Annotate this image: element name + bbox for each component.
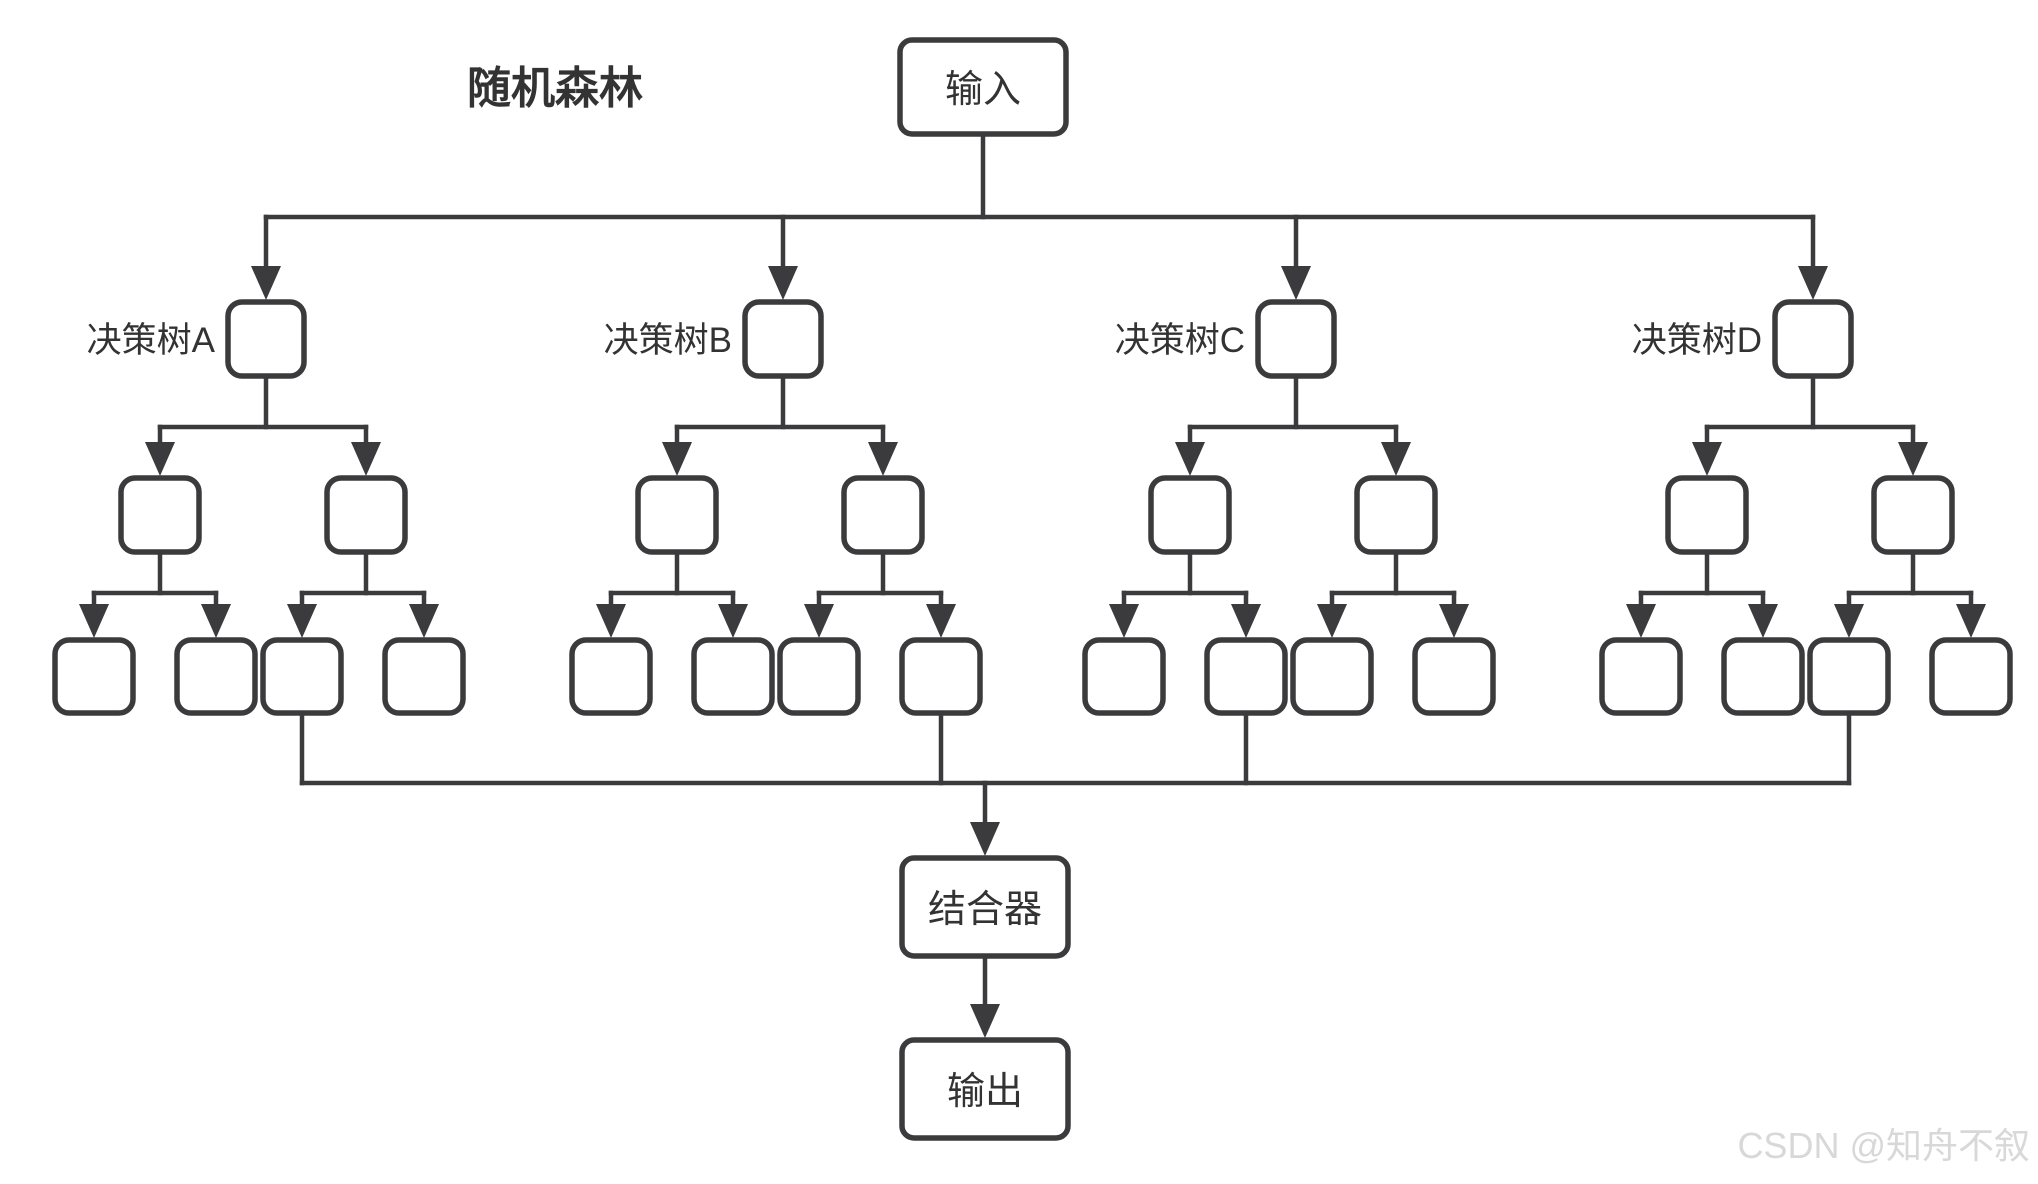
tree-0-root-node bbox=[225, 299, 307, 379]
tree-2-leaf-1-node bbox=[1204, 637, 1288, 716]
tree-3-root-node bbox=[1772, 299, 1854, 379]
tree-2-leaf-2-arrowhead-icon bbox=[1317, 604, 1347, 638]
tree-3-leaf-2-arrowhead-icon bbox=[1834, 604, 1864, 638]
tree-1-leaf-0-node bbox=[569, 637, 653, 716]
tree-1-leaf-1-node bbox=[691, 637, 775, 716]
combiner-label: 结合器 bbox=[928, 889, 1042, 931]
tree-3-leaf-0-arrowhead-icon bbox=[1626, 604, 1656, 638]
tree-2-leaf-0-node bbox=[1082, 637, 1166, 716]
tree-1-child-1-arrowhead-icon bbox=[868, 442, 898, 476]
tree-1-child-0-node bbox=[635, 475, 719, 555]
tree-3-leaf-1-node bbox=[1721, 637, 1805, 716]
tree-2-leaf-1-arrowhead-icon bbox=[1231, 604, 1261, 638]
tree-1-leaf-3-arrowhead-icon bbox=[926, 604, 956, 638]
page-title: 随机森林 bbox=[467, 64, 643, 113]
output-label: 输出 bbox=[947, 1071, 1023, 1113]
tree-3-child-0-node bbox=[1665, 475, 1749, 555]
tree-2-leaf-3-node bbox=[1412, 637, 1496, 716]
tree-0-label: 决策树A bbox=[87, 321, 216, 360]
watermark: CSDN @知舟不叙 bbox=[1737, 1125, 2030, 1166]
input-label: 输入 bbox=[945, 69, 1021, 111]
tree-3-feed-arrowhead-icon bbox=[1798, 266, 1828, 300]
tree-1-child-1-node bbox=[841, 475, 925, 555]
tree-3-leaf-2-node bbox=[1807, 637, 1891, 716]
tree-2-leaf-3-arrowhead-icon bbox=[1439, 604, 1469, 638]
tree-2-feed-arrowhead-icon bbox=[1281, 266, 1311, 300]
tree-0-leaf-1-node bbox=[174, 637, 258, 716]
tree-0-child-0-arrowhead-icon bbox=[145, 442, 175, 476]
tree-3-child-1-arrowhead-icon bbox=[1898, 442, 1928, 476]
tree-2-leaf-2-node bbox=[1290, 637, 1374, 716]
tree-0-leaf-0-node bbox=[52, 637, 136, 716]
tree-0-child-1-arrowhead-icon bbox=[351, 442, 381, 476]
tree-0-leaf-0-arrowhead-icon bbox=[79, 604, 109, 638]
tree-1-feed-arrowhead-icon bbox=[768, 266, 798, 300]
tree-2-child-1-arrowhead-icon bbox=[1381, 442, 1411, 476]
tree-3-label: 决策树D bbox=[1632, 321, 1762, 360]
tree-3-leaf-3-arrowhead-icon bbox=[1956, 604, 1986, 638]
output-arrowhead-icon bbox=[970, 1004, 1000, 1038]
tree-1-label: 决策树B bbox=[604, 321, 732, 360]
tree-1-leaf-3-node bbox=[899, 637, 983, 716]
tree-3-leaf-1-arrowhead-icon bbox=[1748, 604, 1778, 638]
tree-0-leaf-3-arrowhead-icon bbox=[409, 604, 439, 638]
tree-3-leaf-3-node bbox=[1929, 637, 2013, 716]
tree-1-leaf-2-arrowhead-icon bbox=[804, 604, 834, 638]
tree-1-child-0-arrowhead-icon bbox=[662, 442, 692, 476]
tree-1-root-node bbox=[742, 299, 824, 379]
tree-2-child-1-node bbox=[1354, 475, 1438, 555]
tree-2-child-0-node bbox=[1148, 475, 1232, 555]
tree-0-leaf-1-arrowhead-icon bbox=[201, 604, 231, 638]
tree-1-leaf-1-arrowhead-icon bbox=[718, 604, 748, 638]
output-node bbox=[899, 1037, 1071, 1141]
combiner-arrowhead-icon bbox=[970, 822, 1000, 856]
tree-0-feed-arrowhead-icon bbox=[251, 266, 281, 300]
tree-1-leaf-2-node bbox=[777, 637, 861, 716]
tree-0-leaf-3-node bbox=[382, 637, 466, 716]
tree-3-leaf-0-node bbox=[1599, 637, 1683, 716]
tree-2-leaf-0-arrowhead-icon bbox=[1109, 604, 1139, 638]
tree-2-label: 决策树C bbox=[1115, 321, 1245, 360]
tree-3-child-1-node bbox=[1871, 475, 1955, 555]
tree-2-child-0-arrowhead-icon bbox=[1175, 442, 1205, 476]
tree-0-child-1-node bbox=[324, 475, 408, 555]
tree-0-child-0-node bbox=[118, 475, 202, 555]
tree-2-root-node bbox=[1255, 299, 1337, 379]
tree-1-leaf-0-arrowhead-icon bbox=[596, 604, 626, 638]
tree-3-child-0-arrowhead-icon bbox=[1692, 442, 1722, 476]
tree-0-leaf-2-arrowhead-icon bbox=[287, 604, 317, 638]
tree-0-leaf-2-node bbox=[260, 637, 344, 716]
